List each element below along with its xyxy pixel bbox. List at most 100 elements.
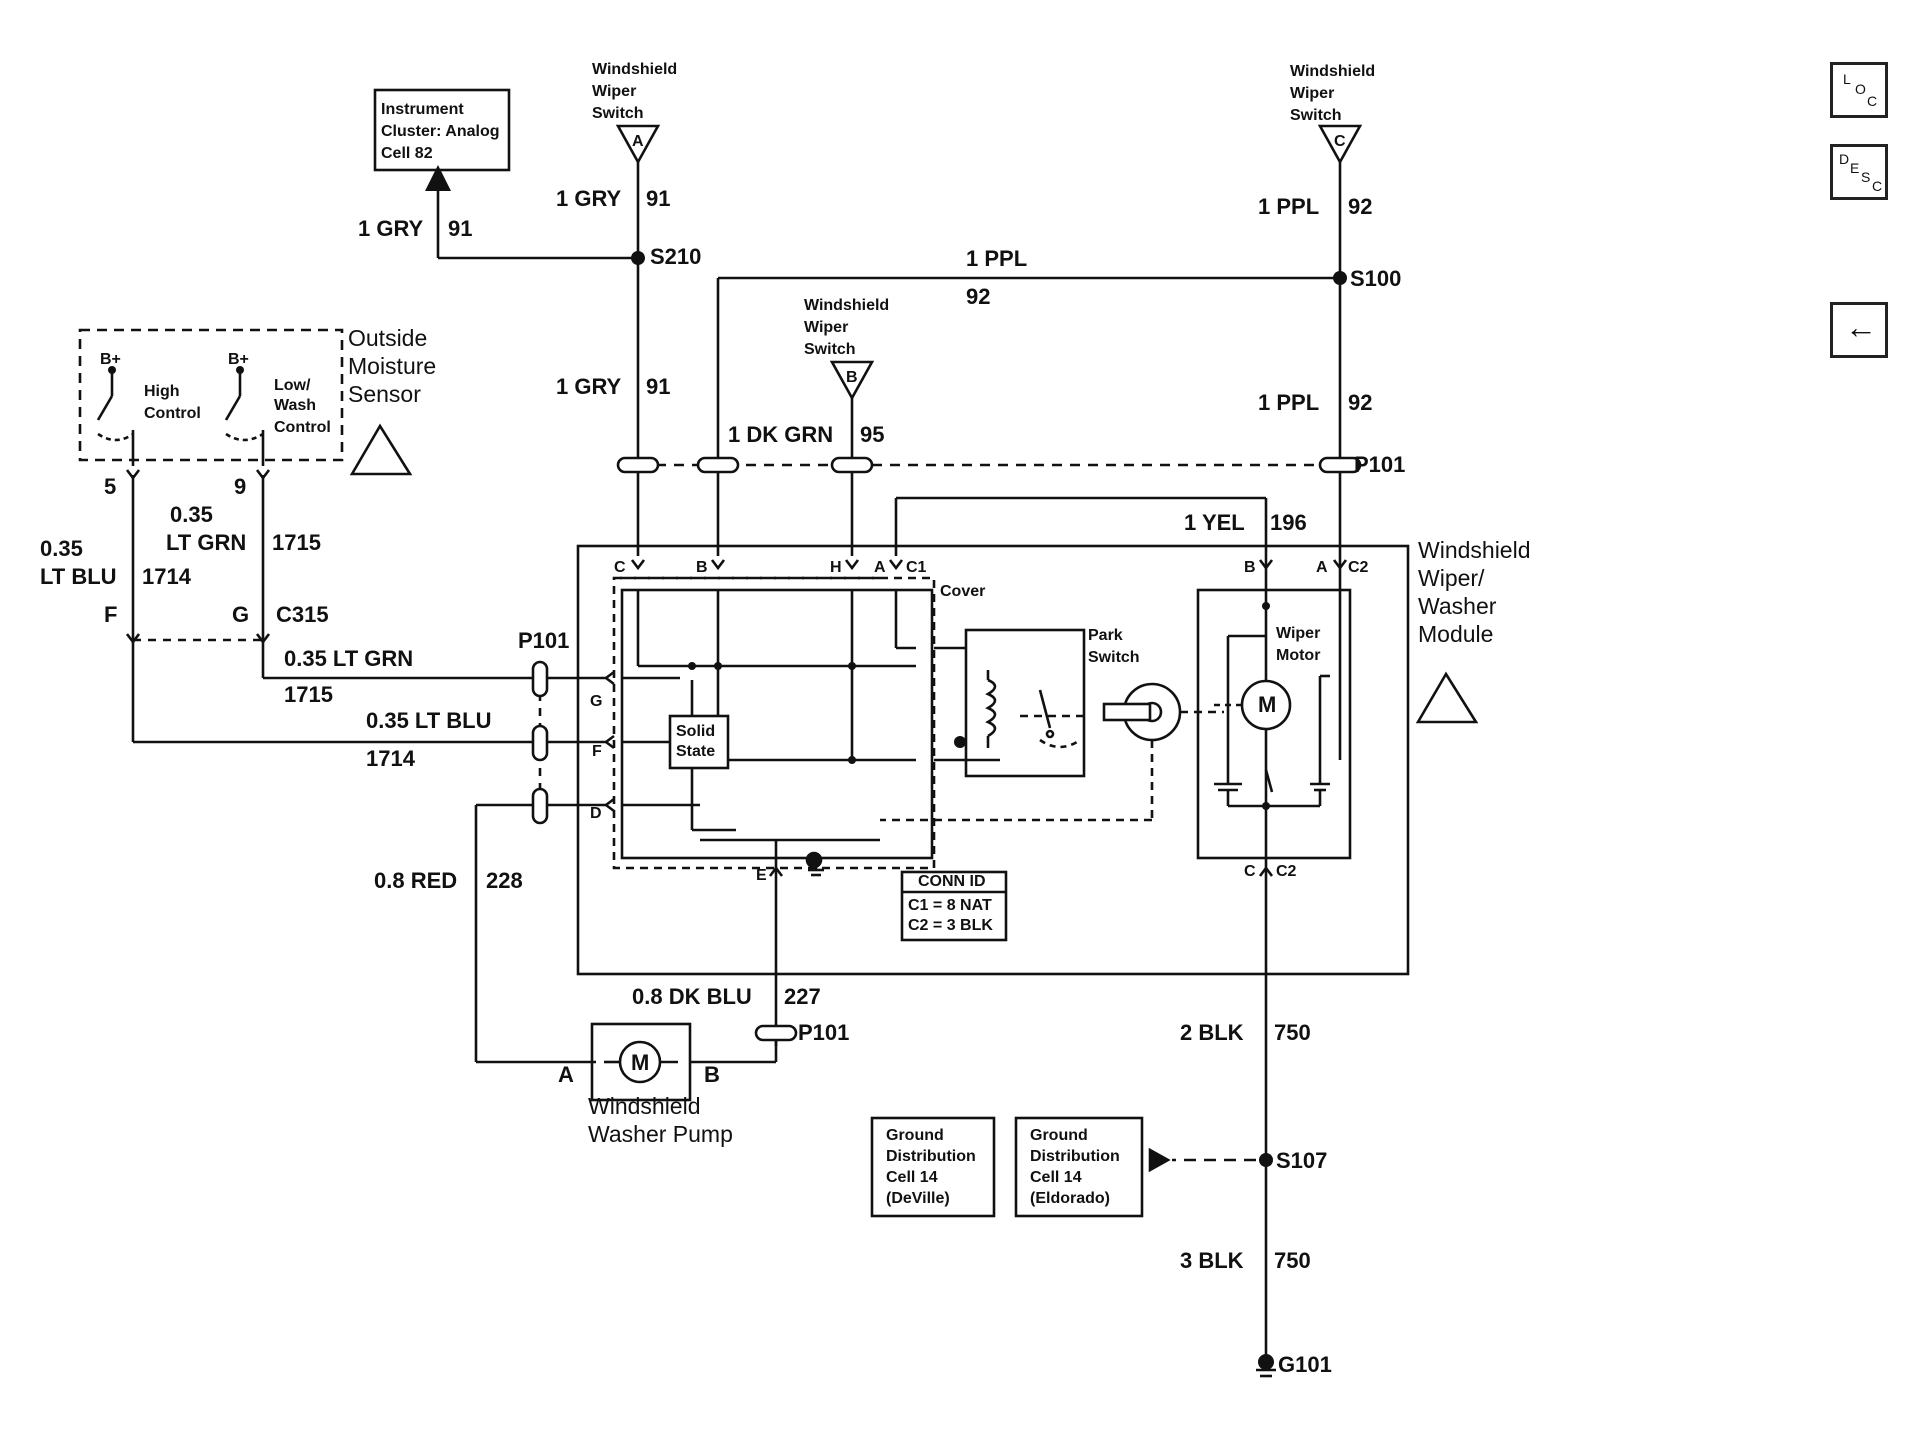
module-label-2: Wiper/ [1418,565,1485,591]
moisture-sensor-label-2: Moisture [348,353,436,379]
switch-a-label-1: Windshield [592,61,677,78]
high-control-1: High [144,383,180,400]
desc-button[interactable]: D E S C [1830,144,1888,200]
module-label-1: Windshield [1418,537,1531,563]
c1-pin-f: F [592,743,602,760]
pump-label-2: Washer Pump [588,1121,733,1147]
splice-s107: S107 [1276,1148,1327,1173]
sensor-pin-5: 5 [104,474,116,499]
ground-deville-box [870,1116,996,1218]
splice-s100: S100 [1350,266,1401,291]
cluster-label-1: Instrument [381,101,464,118]
wiper-washer-module-box [576,544,1410,976]
p101-connector-symbols [531,456,1362,1042]
switch-c-label-1: Windshield [1290,63,1375,80]
low-control-3: Control [274,419,331,436]
blk3-circuit: 750 [1274,1248,1311,1273]
low-control-2: Wash [274,397,316,414]
ltgrn-circuit: 1715 [272,530,321,555]
conn-id-c1: C1 = 8 NAT [908,897,992,914]
wire-label-yel: 1 YEL [1184,510,1245,535]
ltblu-size: 0.35 [40,536,83,561]
c1-pin-d: D [590,805,602,822]
pump-pin-a: A [558,1062,574,1087]
switch-a-label-3: Switch [592,105,644,122]
switch-b-pin: B [846,369,858,386]
ground-deville-1: Ground [886,1127,944,1144]
desc-letter-c: C [1872,178,1883,194]
c315-label: C315 [276,602,329,627]
high-control-2: Control [144,405,201,422]
washer-pump-box [590,1022,692,1102]
c2-label-bottom: C2 [1276,863,1297,880]
wire-circuit-ppl-top: 92 [1348,194,1372,219]
park-switch-1: Park [1088,627,1123,644]
wiper-motor-box [1196,588,1352,860]
ground-deville-2: Distribution [886,1148,976,1165]
wire-circuit-ppl-mid: 92 [1348,390,1372,415]
p101-label-bottom: P101 [798,1020,849,1045]
switch-a-label-2: Wiper [592,83,636,100]
ground-deville-4: (DeVille) [886,1190,950,1207]
solid-state-1: Solid [676,723,715,740]
pump-label-1: Windshield [588,1093,701,1119]
red-circuit: 228 [486,868,523,893]
loc-letter-o: O [1855,81,1866,97]
wire-circuit-gry-mid: 91 [646,374,670,399]
back-button[interactable]: ← [1830,302,1888,358]
blk2-circuit: 750 [1274,1020,1311,1045]
c2-pin-a: A [1316,559,1328,576]
c1-pin-b: B [696,559,708,576]
blk2-label: 2 BLK [1180,1020,1244,1045]
back-arrow-icon: ← [1845,309,1877,345]
ltblu-circuit: 1714 [142,564,192,589]
p101-label-left: P101 [518,628,569,653]
cluster-label-2: Cluster: Analog [381,123,500,140]
conn-id-title: CONN ID [918,873,986,890]
dkblu-circuit: 227 [784,984,821,1009]
ltgrn-size: 0.35 [170,502,213,527]
switch-b-label-1: Windshield [804,297,889,314]
wiper-switch-a-connector [615,124,661,165]
pump-m: M [631,1050,649,1075]
wiper-switch-b-connector [829,360,875,401]
ground-eldorado-box [1014,1116,1144,1218]
desc-letter-d: D [1839,151,1850,167]
pump-pin-b: B [704,1062,720,1087]
desc-letter-e: E [1850,160,1860,176]
ltgrn-color: LT GRN [166,530,246,555]
ltblu-h-circuit: 1714 [366,746,416,771]
ground-eldorado-3: Cell 14 [1030,1169,1082,1186]
loc-letter-c: C [1867,93,1878,109]
p101-label-top: P101 [1354,452,1405,477]
red-label: 0.8 RED [374,868,457,893]
loc-letter-l: L [1843,71,1851,87]
c1-pin-h: H [830,559,842,576]
c1-pin-a: A [874,559,886,576]
wiper-motor-1: Wiper [1276,625,1320,642]
wire-label-gry-mid: 1 GRY [556,374,622,399]
ltblu-color: LT BLU [40,564,117,589]
wiper-motor-m: M [1258,692,1276,717]
wire-circuit-ppl-h: 92 [966,284,990,309]
wire-circuit-gry-top: 91 [646,186,670,211]
cluster-label-3: Cell 82 [381,145,433,162]
ltblu-h-label: 0.35 LT BLU [366,708,492,733]
switch-a-pin: A [632,133,644,150]
splice-s210: S210 [650,244,701,269]
wire-label-ppl-mid: 1 PPL [1258,390,1319,415]
c1-pin-e: E [756,867,767,884]
c315-pin-f: F [104,602,117,627]
switch-b-label-2: Wiper [804,319,848,336]
switch-c-label-3: Switch [1290,107,1342,124]
loc-button[interactable]: L O C [1830,62,1888,118]
ltgrn-h-label: 0.35 LT GRN [284,646,413,671]
blk3-label: 3 BLK [1180,1248,1244,1273]
wiper-motor-2: Motor [1276,647,1320,664]
instrument-cluster-box [373,88,511,172]
conn-id-box [900,870,1008,942]
module-label-4: Module [1418,621,1493,647]
c1-label: C1 [906,559,927,576]
moisture-sensor-label-3: Sensor [348,381,421,407]
